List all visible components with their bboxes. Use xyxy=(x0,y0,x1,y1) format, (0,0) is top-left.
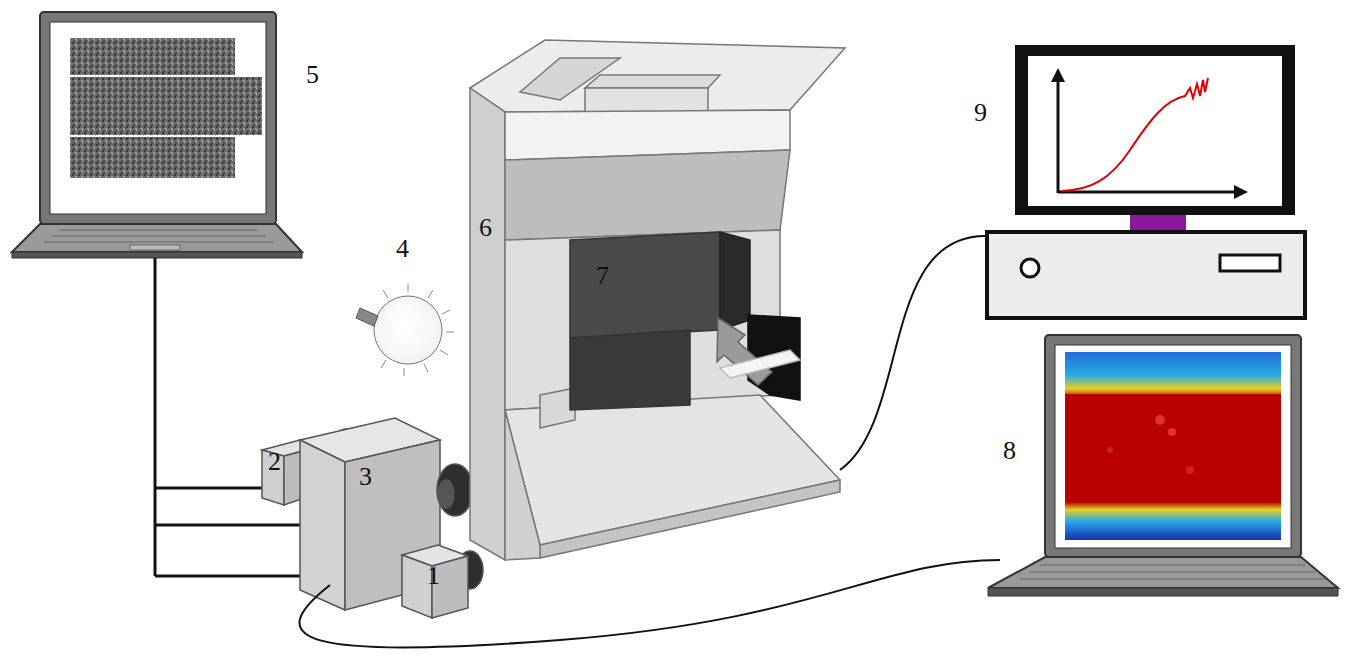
callout-number: 2 xyxy=(268,449,281,475)
callout-number: 4 xyxy=(396,236,409,262)
camera-assembly xyxy=(262,418,483,618)
laptop-strain-field xyxy=(988,335,1338,596)
callout-number: 1 xyxy=(427,563,440,589)
callout-number: 7 xyxy=(596,263,609,289)
callout-number: 3 xyxy=(359,464,372,490)
callout-number: 5 xyxy=(306,62,319,88)
testing-machine xyxy=(470,40,845,560)
machine-cable xyxy=(840,236,985,470)
camera-cable xyxy=(299,560,1000,648)
desktop-computer xyxy=(987,45,1305,318)
callout-number: 9 xyxy=(974,100,987,126)
callout-number: 6 xyxy=(479,215,492,241)
laptop-images xyxy=(12,12,302,258)
callout-number: 8 xyxy=(1003,438,1016,464)
